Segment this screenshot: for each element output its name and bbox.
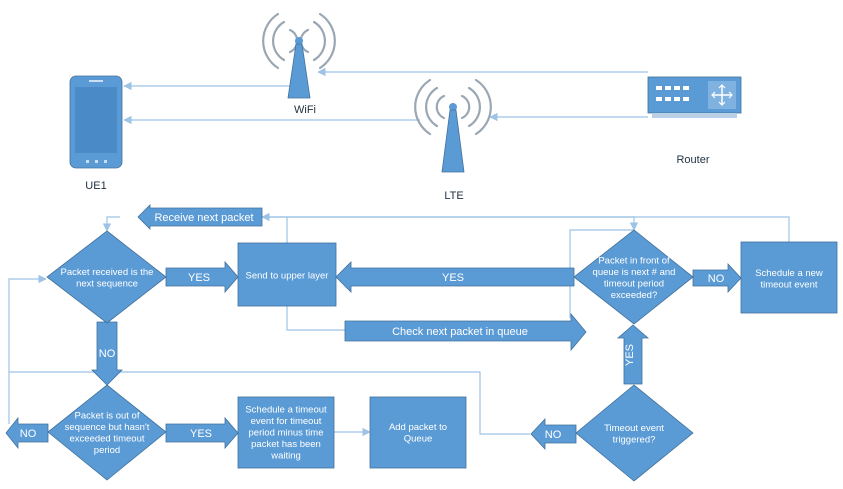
text-line: next sequence: [76, 278, 138, 289]
no-to-schedule-new-arrow: NO: [692, 262, 742, 294]
yes-up-arrow: YES: [616, 324, 650, 385]
text-line: queue is next # and: [593, 267, 676, 278]
yes-back-label: YES: [442, 272, 464, 284]
ue1-label: UE1: [85, 180, 106, 192]
text-line: period minus time: [249, 428, 324, 439]
lte-label: LTE: [444, 190, 463, 202]
text-line: Queue: [404, 433, 433, 444]
text-line: Packet is out of: [75, 410, 140, 421]
text-line: event for timeout: [251, 416, 322, 427]
connector-no-loop-up: [8, 274, 47, 424]
text-line: Schedule a new: [755, 268, 823, 279]
no-timeout-event-label: NO: [545, 429, 562, 441]
text-line: Packet received is the: [61, 267, 154, 278]
text-line: Schedule a timeout: [245, 405, 327, 416]
router-icon: [647, 76, 742, 118]
check-next-packet-arrow: Check next packet in queue: [344, 312, 587, 352]
yes-to-schedule-timeout-arrow: YES: [165, 416, 239, 450]
no-left-arrow: NO: [5, 416, 49, 450]
text-line: packet has been: [251, 439, 321, 450]
no-to-schedule-new-label: NO: [708, 273, 725, 285]
process-text: Send to upper layer: [246, 271, 329, 282]
no-down-arrow: NO: [91, 321, 123, 386]
wifi-label: WiFi: [294, 104, 316, 116]
connector-check-loop: [569, 229, 634, 318]
text-line: Add packet to: [389, 422, 447, 433]
text-line: Send to upper layer: [246, 271, 329, 282]
text-line: timeout event: [760, 279, 817, 290]
yes-to-send-label: YES: [188, 272, 210, 284]
router-label: Router: [676, 154, 709, 166]
connector-receive-to-decision: [102, 216, 120, 232]
text-line: triggered?: [613, 434, 656, 445]
text-line: sequence but hasn't: [65, 422, 150, 433]
connector-timeout-no-loop: [9, 371, 530, 435]
receive-next-packet-arrow: Receive next packet: [137, 204, 263, 230]
text-line: exceeded?: [611, 290, 657, 301]
phone-icon: [69, 75, 123, 169]
process-send-upper-layer: Send to upper layer: [237, 242, 337, 307]
text-line: Packet in front of: [598, 255, 670, 266]
lte-tower-icon: [414, 78, 492, 173]
no-timeout-event-arrow: NO: [530, 417, 577, 451]
text-line: timeout period: [604, 278, 664, 289]
yes-back-to-send-arrow: YES: [335, 261, 575, 293]
text-line: Timeout event: [604, 423, 664, 434]
yes-to-send-arrow: YES: [165, 260, 239, 294]
no-down-label: NO: [99, 348, 116, 360]
check-next-packet-label: Check next packet in queue: [392, 326, 528, 338]
no-left-label: NO: [20, 428, 37, 440]
connector-to-front-of-queue: [262, 216, 639, 231]
yes-up-label: YES: [624, 344, 636, 366]
connector-send-to-check: [286, 306, 345, 331]
text-line: exceeded timeout: [70, 433, 145, 444]
connector-schedule-new-to-receive: [261, 212, 790, 242]
yes-to-schedule-timeout-label: YES: [190, 428, 212, 440]
wifi-tower-icon: [262, 12, 336, 99]
text-line: period: [94, 445, 120, 456]
text-line: waiting: [270, 451, 301, 462]
receive-next-packet-label: Receive next packet: [154, 212, 253, 224]
